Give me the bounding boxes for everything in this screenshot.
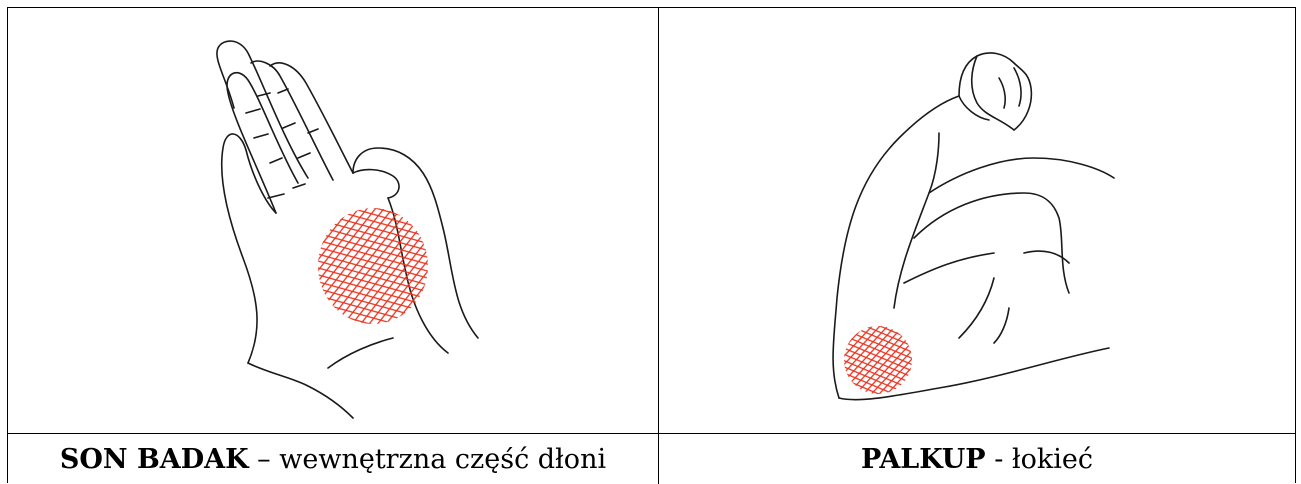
point-description-elbow: łokieć [1012,444,1093,475]
elbow-arm-icon [659,8,1295,433]
caption-separator: – [249,444,280,475]
point-name-son-badak: SON BADAK [60,444,249,475]
palm-hand-icon [8,8,658,433]
point-description-palm: wewnętrzna część dłoni [279,444,606,475]
points-table: SON BADAK – wewnętrzna część dłoni PALKU… [7,7,1296,483]
palm-highlight-area [318,208,428,324]
elbow-illustration-cell [659,8,1295,433]
caption-son-badak: SON BADAK – wewnętrzna część dłoni [8,434,658,484]
caption-separator: - [986,444,1012,475]
palm-illustration-cell [8,8,658,433]
caption-palkup: PALKUP - łokieć [659,434,1295,484]
elbow-highlight-area [844,326,912,394]
point-name-palkup: PALKUP [861,444,986,475]
